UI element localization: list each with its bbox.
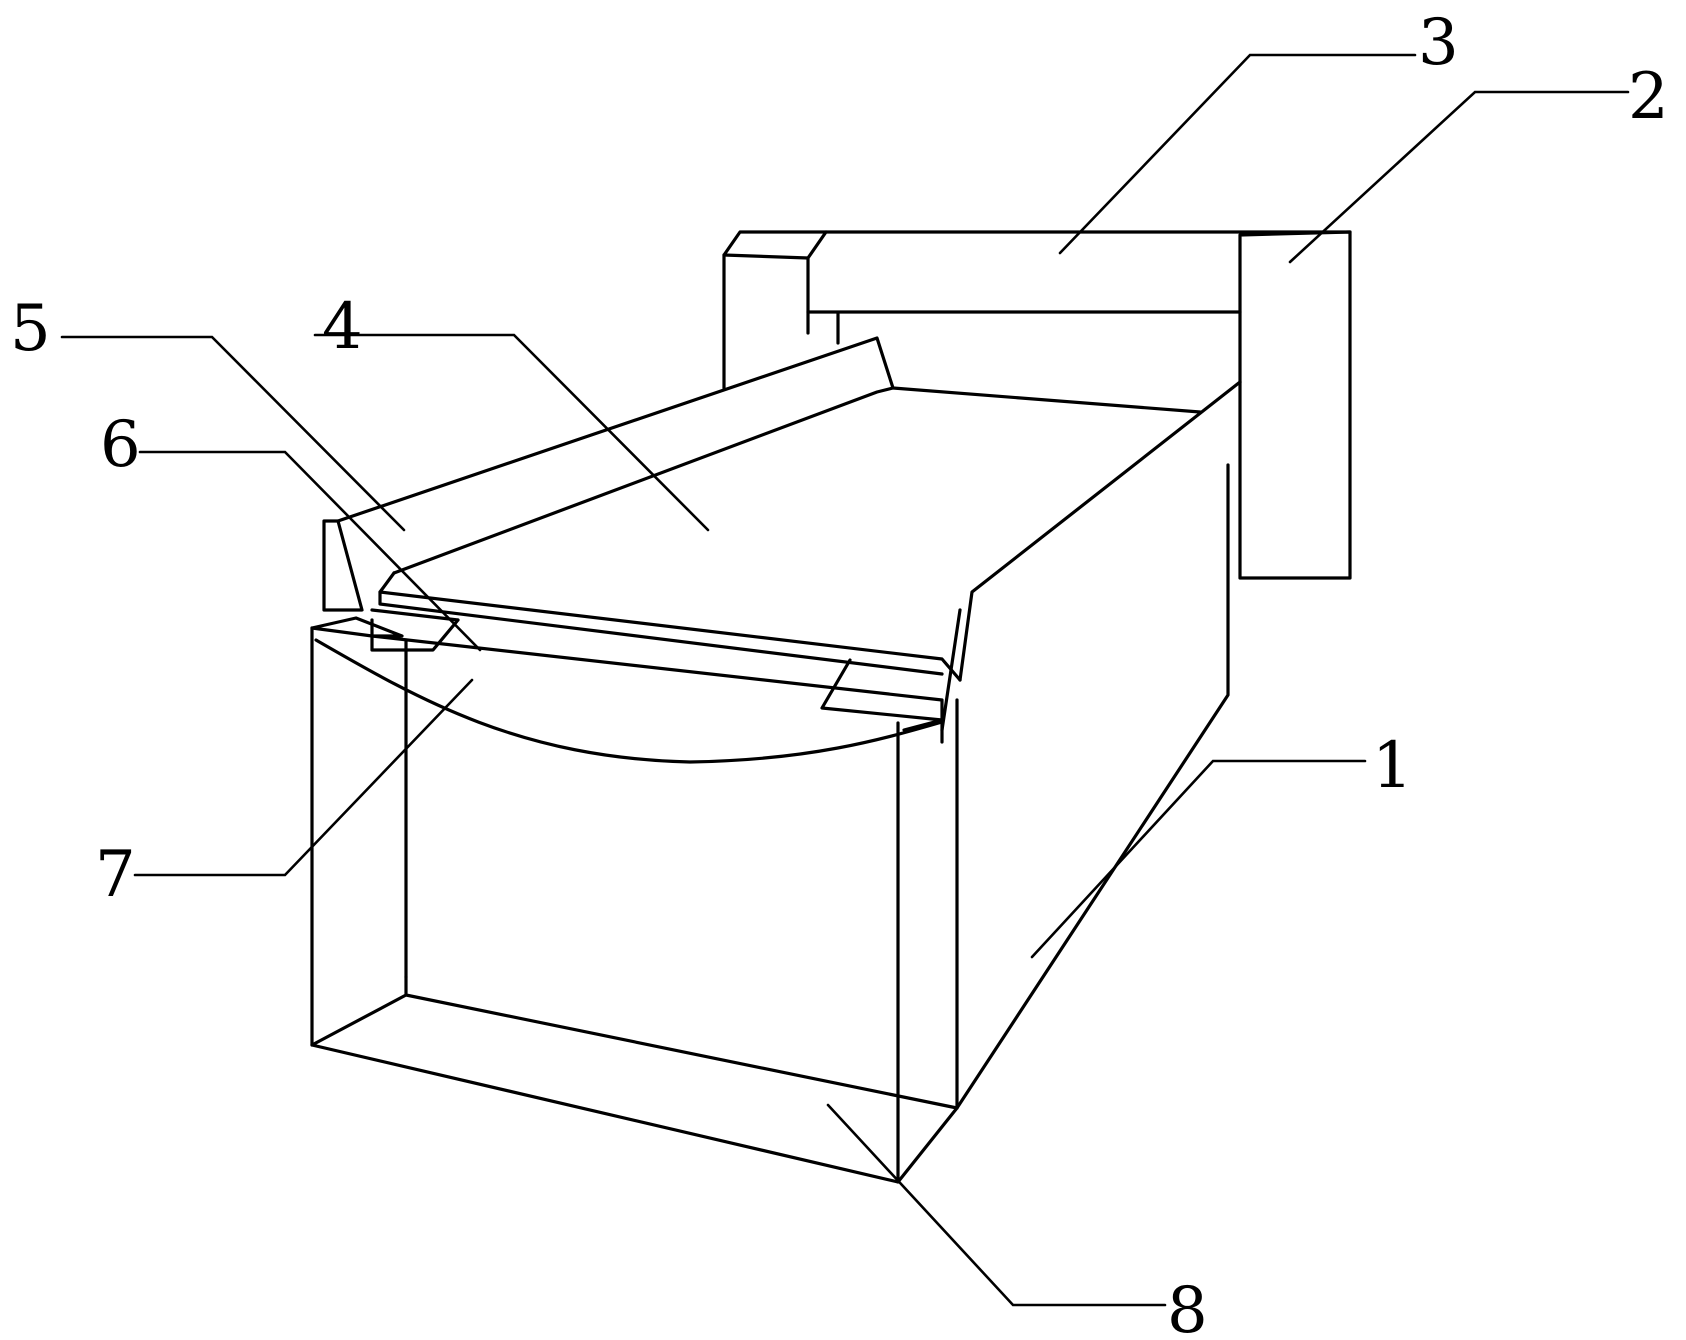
callout-5: 5 [10, 292, 51, 366]
chute-surface-edge [392, 386, 895, 575]
callout-2: 2 [1628, 60, 1669, 134]
leader-2 [1288, 90, 1630, 264]
feed-chute [322, 336, 1242, 744]
chute-back-edge [958, 380, 1242, 682]
left-post [722, 230, 828, 390]
leader-lines [60, 53, 1630, 1307]
box-bottom [310, 975, 959, 1184]
leader-5 [60, 335, 406, 532]
leader-3 [1058, 53, 1417, 255]
leader-8 [826, 1103, 1167, 1307]
chute-front-lip [378, 571, 962, 682]
right-post [1238, 230, 1352, 580]
callout-7: 7 [95, 838, 136, 912]
callout-labels: 1 2 3 4 5 6 7 8 [10, 6, 1669, 1340]
callout-4: 4 [322, 290, 363, 364]
callout-6: 6 [100, 408, 141, 482]
chute-upper-rail [336, 336, 1202, 523]
left-post-inner-edge [722, 253, 810, 260]
box-back-right-edge [955, 463, 1230, 1110]
crossbeam [806, 230, 1352, 345]
callout-3: 3 [1418, 6, 1459, 80]
box-top-rim [310, 616, 404, 638]
gantry-frame [722, 230, 1352, 580]
callout-8: 8 [1167, 1274, 1208, 1340]
leader-4 [313, 333, 710, 532]
leader-6 [138, 450, 482, 652]
callout-1: 1 [1372, 729, 1413, 803]
box-body [310, 463, 1230, 1184]
chute-right-flange [940, 608, 962, 732]
chute-left-wall [322, 519, 364, 612]
leader-7 [133, 678, 474, 877]
leader-1 [1030, 759, 1367, 959]
chute-lower-lip [370, 634, 944, 744]
